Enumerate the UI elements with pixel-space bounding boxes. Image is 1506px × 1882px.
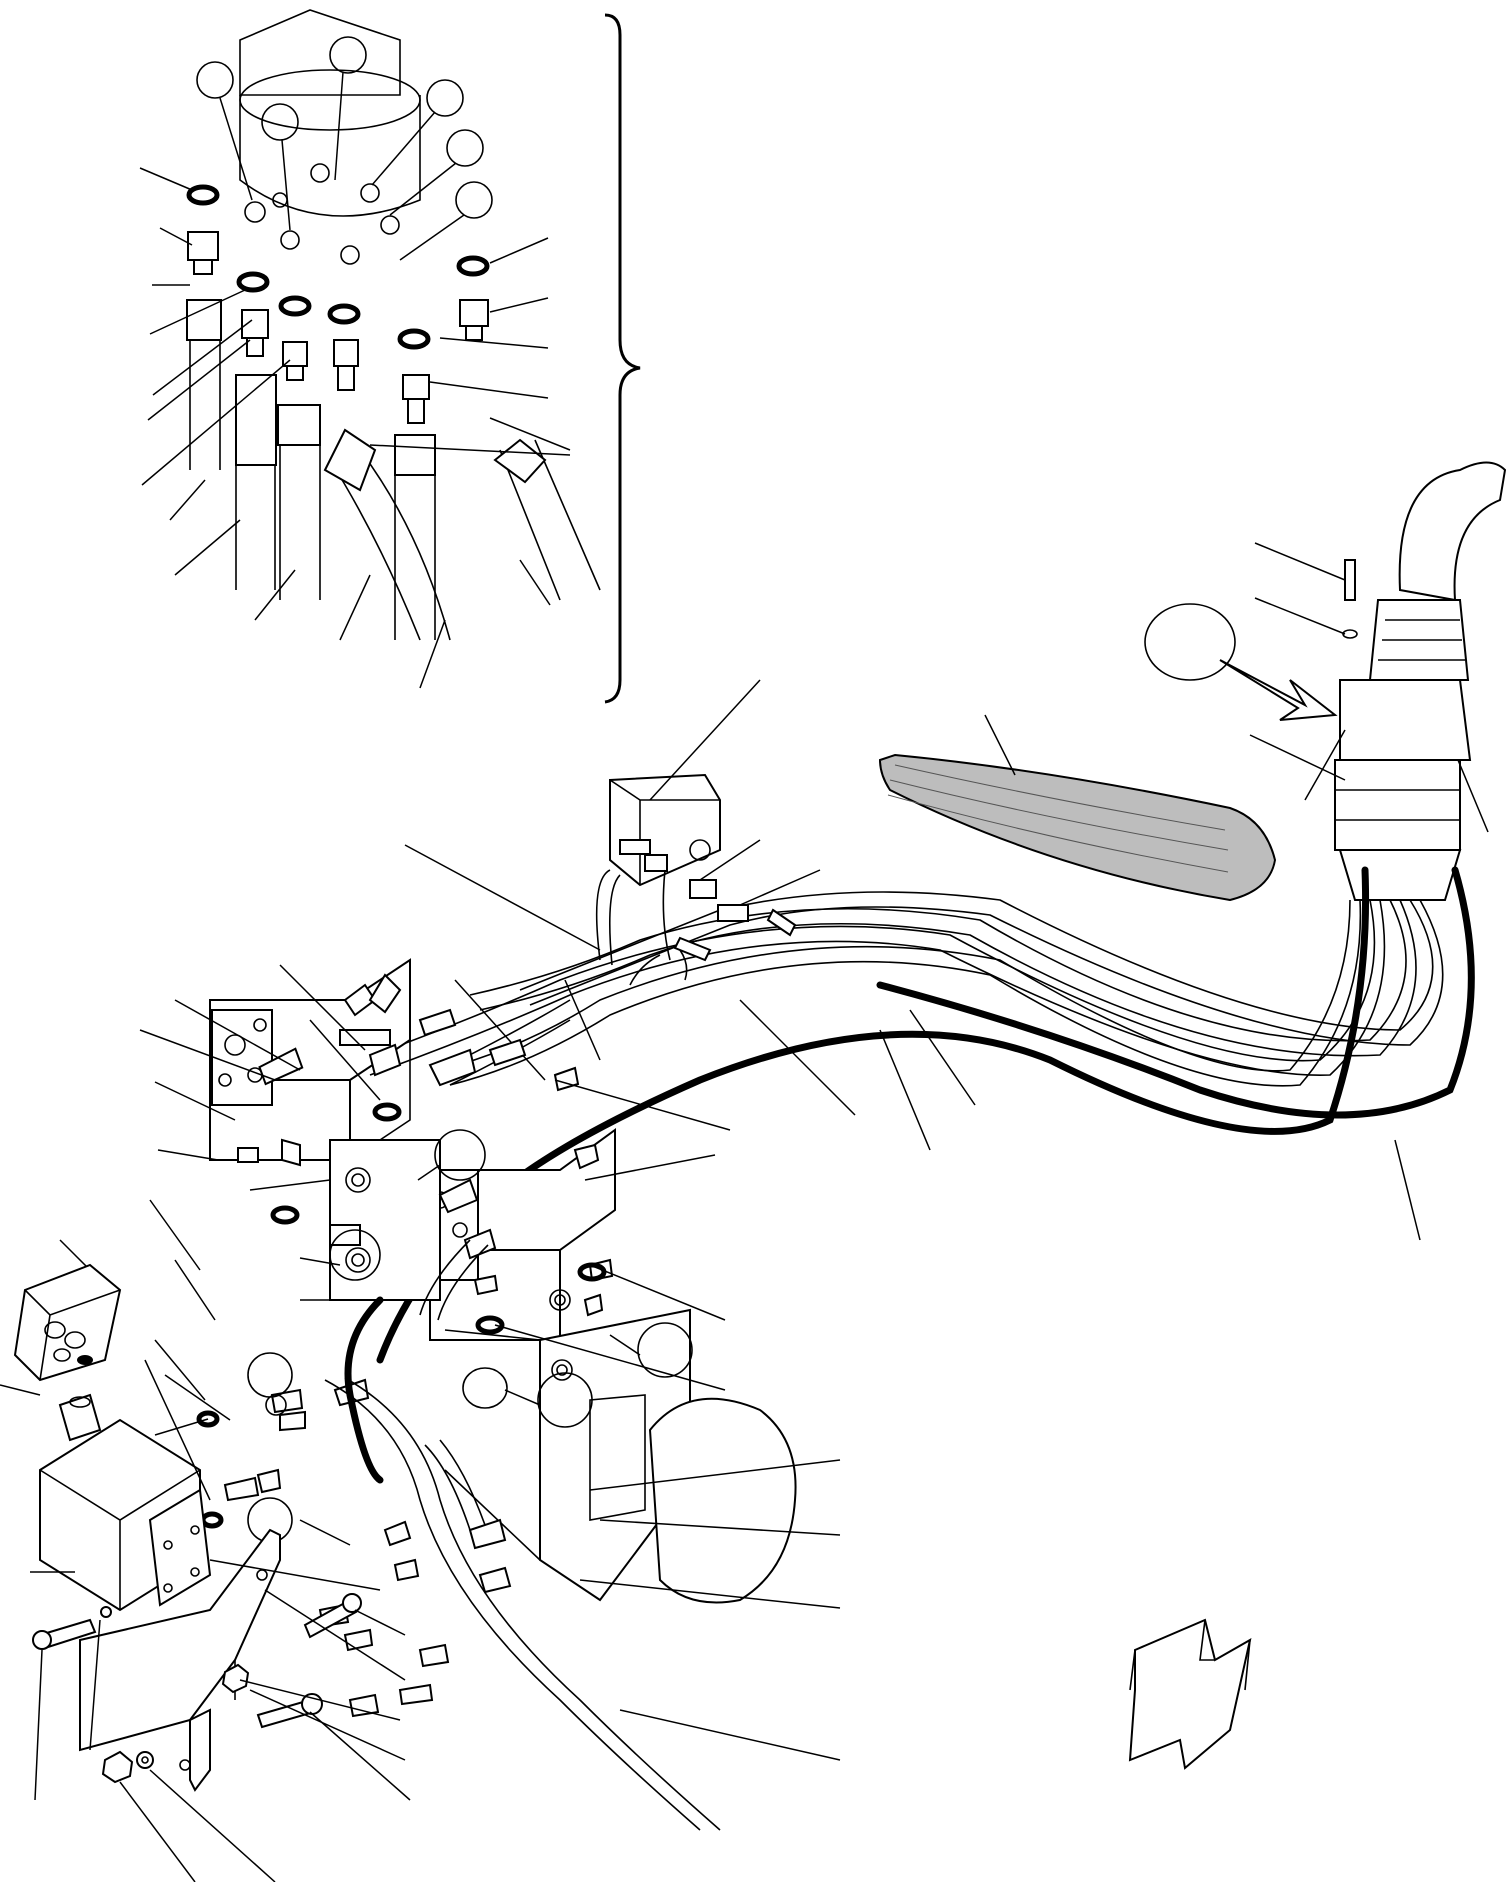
pilot-joystick-assembly <box>1144 461 1506 901</box>
curly-brace-icon <box>604 13 641 704</box>
inset-bubble-leaders <box>219 71 465 261</box>
o-rings-inset <box>186 184 490 350</box>
valve-mount-plate <box>239 9 401 96</box>
inset-adapters <box>187 231 489 424</box>
joystick-bolt <box>1344 559 1356 601</box>
solenoid-valve-block <box>404 679 821 1081</box>
hose-protective-sleeve <box>878 714 1277 902</box>
inset-callout-bubbles <box>196 36 493 219</box>
pointer-arrow-icon <box>1219 659 1338 721</box>
solenoid-and-bracket <box>0 964 1421 1882</box>
inset-right-leaders <box>369 237 571 606</box>
valve-hoses <box>324 1239 721 1831</box>
joystick-handle <box>1398 461 1506 602</box>
inset-detail-view <box>139 9 641 704</box>
joystick-leaders <box>1249 542 1489 833</box>
inset-left-leaders <box>139 167 446 689</box>
joystick-callout-bubble <box>1144 603 1236 681</box>
valve-end-cap-left <box>211 1009 273 1106</box>
gear-pump <box>648 1397 797 1604</box>
valve-body-top <box>239 95 421 217</box>
joystick-washer <box>1342 629 1358 639</box>
front-direction-arrow-icon <box>1128 1618 1252 1770</box>
valve-body-rim <box>239 69 421 131</box>
manual-booklet-icon <box>13 1263 122 1382</box>
joystick-valve-body <box>1334 759 1461 851</box>
inset-hoses <box>186 299 601 641</box>
joystick-base <box>1339 679 1472 761</box>
